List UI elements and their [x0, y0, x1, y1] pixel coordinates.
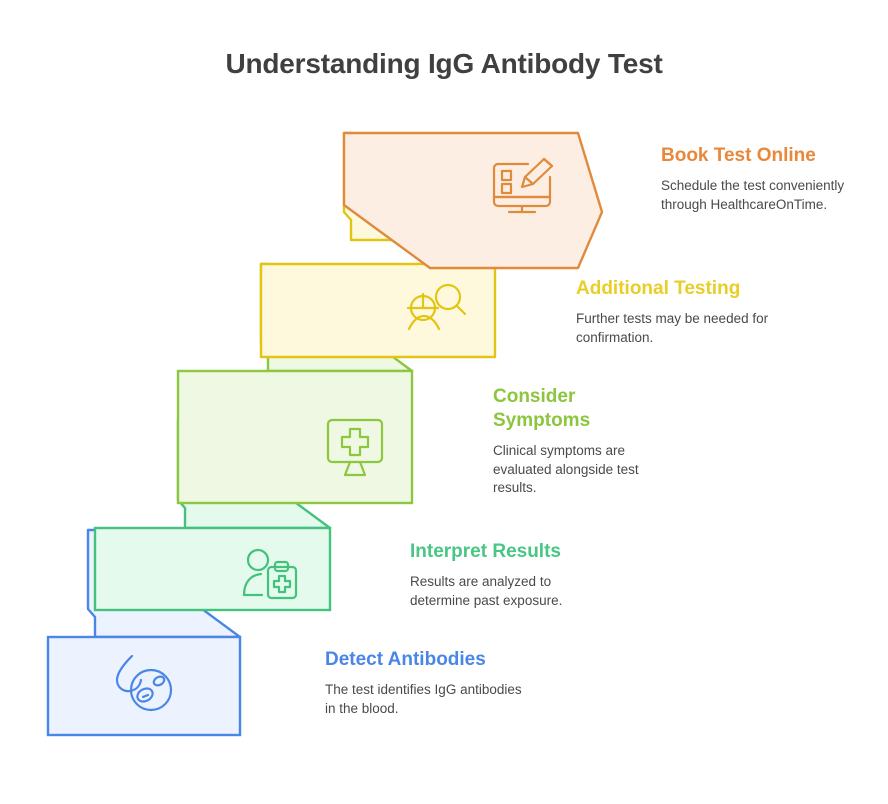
person-magnifier-icon: [406, 283, 467, 331]
step-text-book-test-online: Book Test Online Schedule the test conve…: [661, 144, 861, 214]
step-description-book-test-online: Schedule the test conveniently through H…: [661, 178, 845, 212]
monitor-pencil-form-icon: [492, 157, 554, 214]
monitor-medical-cross-icon: [326, 418, 384, 477]
step-heading-interpret-results: Interpret Results: [410, 541, 561, 562]
step-description-interpret-results: Results are analyzed to determine past e…: [410, 574, 563, 608]
step-description-additional-testing: Further tests may be needed for confirma…: [576, 311, 769, 345]
step-heading-detect-antibodies: Detect Antibodies: [325, 649, 486, 670]
step-text-detect-antibodies: Detect Antibodies The test identifies Ig…: [325, 648, 525, 718]
step-shape-book-test-online[interactable]: [342, 131, 604, 270]
step-body-interpret-results: [93, 526, 332, 612]
step-text-interpret-results: Interpret Results Results are analyzed t…: [410, 540, 610, 610]
step-text-additional-testing: Additional Testing Further tests may be …: [576, 277, 776, 347]
step-description-detect-antibodies: The test identifies IgG antibodies in th…: [325, 682, 522, 716]
step-body-book-test-online: [342, 131, 604, 270]
page-title: Understanding IgG Antibody Test: [225, 48, 663, 79]
step-body-additional-testing: [259, 262, 497, 359]
step-heading-additional-testing: Additional Testing: [576, 278, 741, 299]
step-description-consider-symptoms: Clinical symptoms are evaluated alongsid…: [493, 443, 639, 495]
step-text-consider-symptoms: Consider Symptoms Clinical symptoms are …: [493, 385, 673, 498]
blood-drop-cell-icon: [115, 654, 173, 712]
step-body-consider-symptoms: [176, 369, 414, 505]
step-heading-book-test-online: Book Test Online: [661, 145, 816, 166]
person-medical-clipboard-icon: [242, 548, 298, 600]
step-heading-consider-symptoms: Consider Symptoms: [493, 386, 591, 431]
step-body-detect-antibodies: [46, 635, 242, 737]
